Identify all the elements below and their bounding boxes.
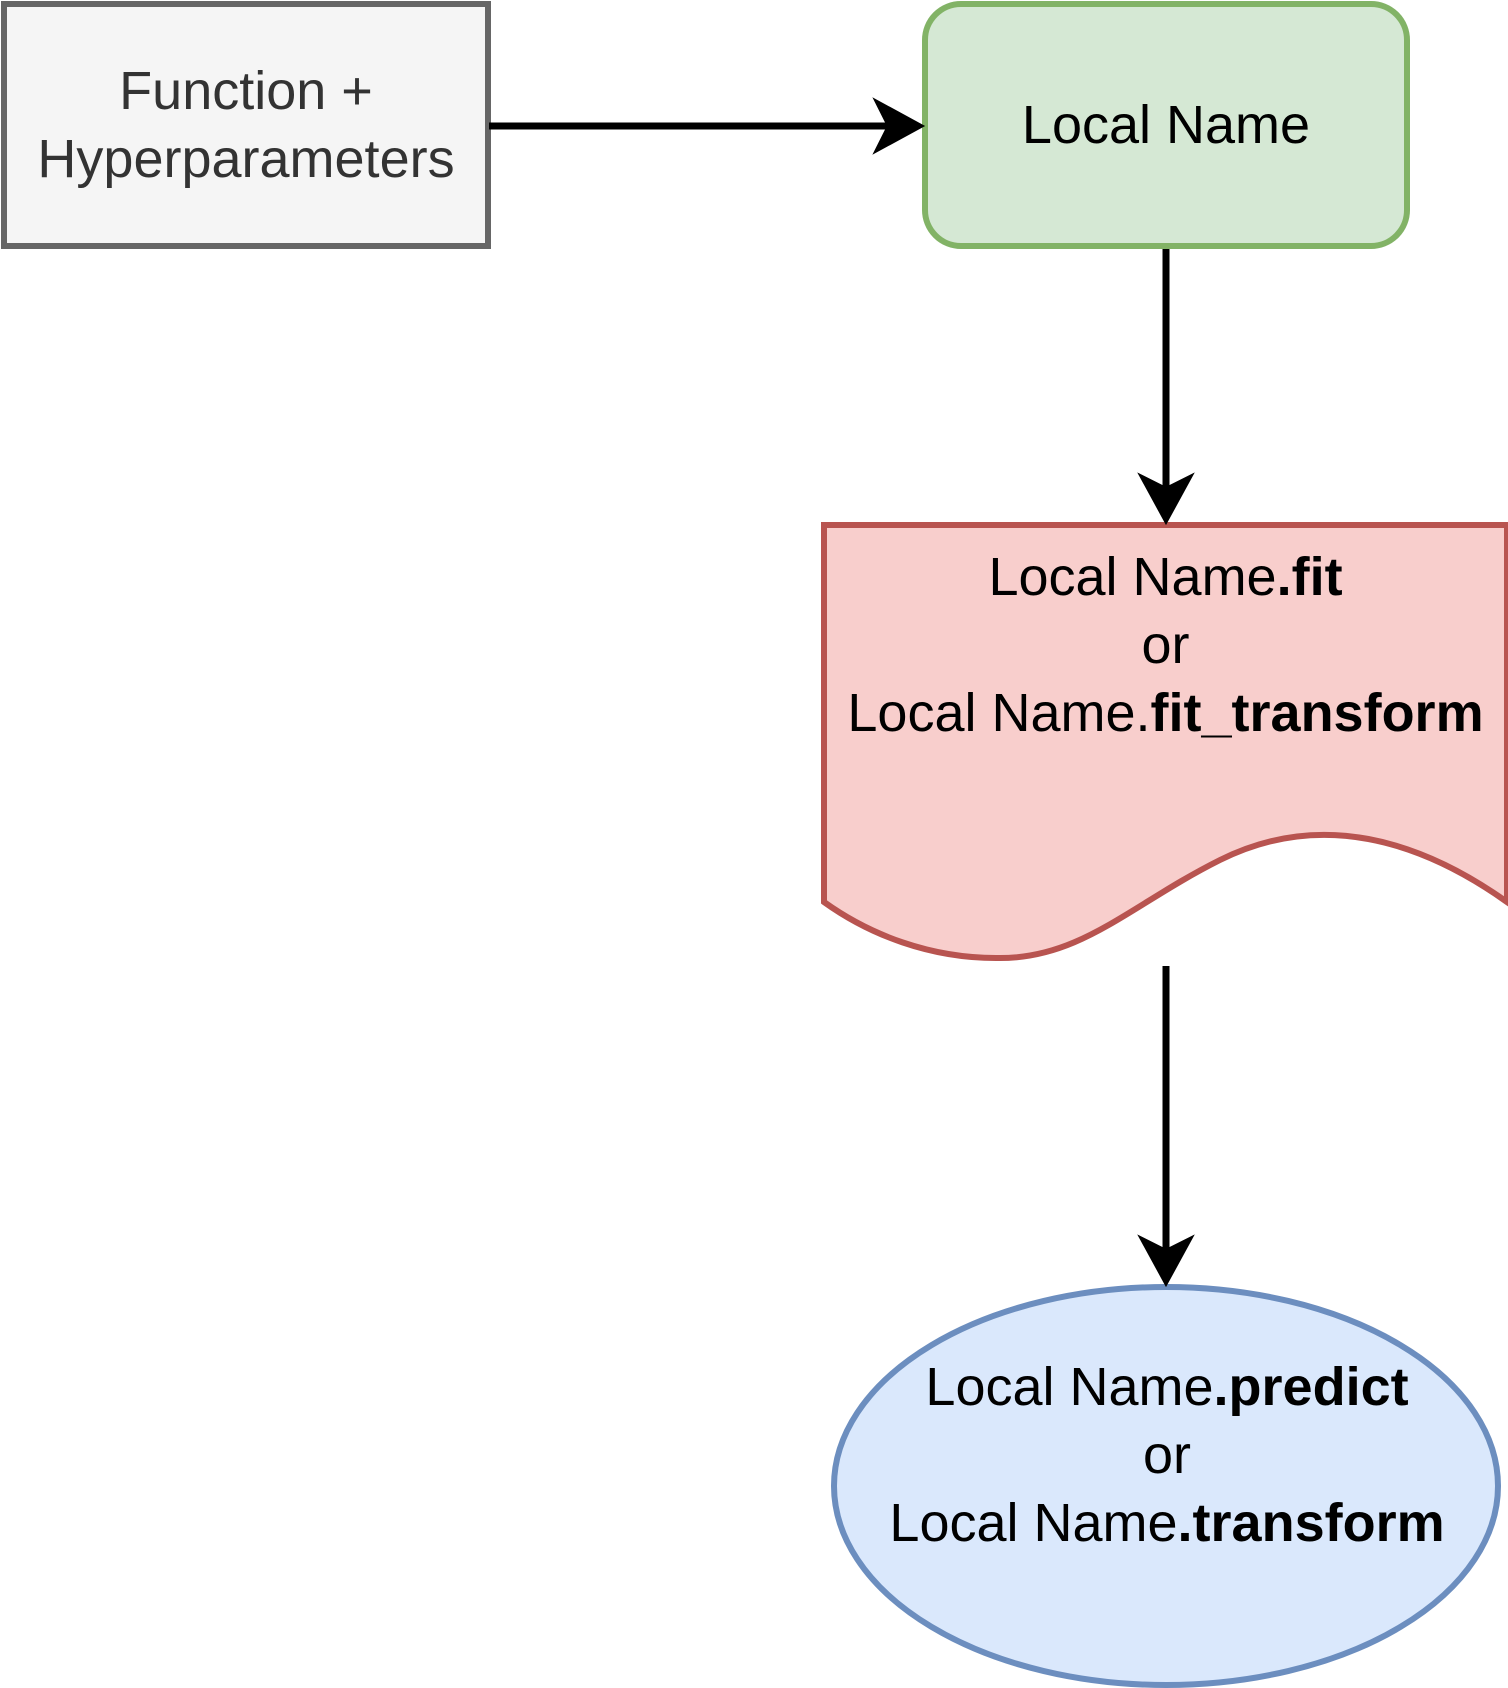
- arrowhead-down-icon: [1137, 1234, 1195, 1288]
- fit-label-or: or: [1141, 615, 1190, 675]
- local-name-box[interactable]: [922, 1, 1410, 249]
- function-hyperparameters-box[interactable]: [1, 1, 491, 249]
- fit-line1-prefix: Local Name: [988, 547, 1277, 607]
- fit-line3-prefix: Local Name.: [847, 683, 1151, 743]
- arrowhead-down-icon: [1137, 472, 1195, 526]
- local-name-label: Local Name: [925, 4, 1407, 246]
- fit-method-name: .fit: [1276, 547, 1343, 607]
- fit-label-line1: Local Name.fit: [988, 543, 1342, 611]
- fit-document-shape[interactable]: [821, 522, 1508, 962]
- fit-transform-method-name: fit_transform: [1150, 683, 1484, 743]
- predict-label-line3: Local Name.transform: [889, 1489, 1444, 1557]
- function-label-line2: Hyperparameters: [37, 129, 455, 189]
- function-hyperparameters-label: Function + Hyperparameters: [4, 4, 488, 246]
- predict-line1-prefix: Local Name: [925, 1357, 1214, 1417]
- predict-method-name: .predict: [1213, 1357, 1409, 1417]
- predict-line3-prefix: Local Name: [889, 1493, 1178, 1553]
- local-name-text: Local Name: [1021, 95, 1311, 155]
- fit-label-line3: Local Name.fit_transform: [847, 679, 1483, 747]
- function-label-line1: Function +: [119, 61, 373, 121]
- arrowhead-right-icon: [872, 97, 926, 155]
- predict-label: Local Name.predict or Local Name.transfo…: [832, 1352, 1502, 1558]
- predict-label-or: or: [1142, 1425, 1191, 1485]
- fit-label: Local Name.fit or Local Name.fit_transfo…: [824, 540, 1507, 750]
- predict-label-line1: Local Name.predict: [925, 1353, 1408, 1421]
- transform-method-name: .transform: [1177, 1493, 1445, 1553]
